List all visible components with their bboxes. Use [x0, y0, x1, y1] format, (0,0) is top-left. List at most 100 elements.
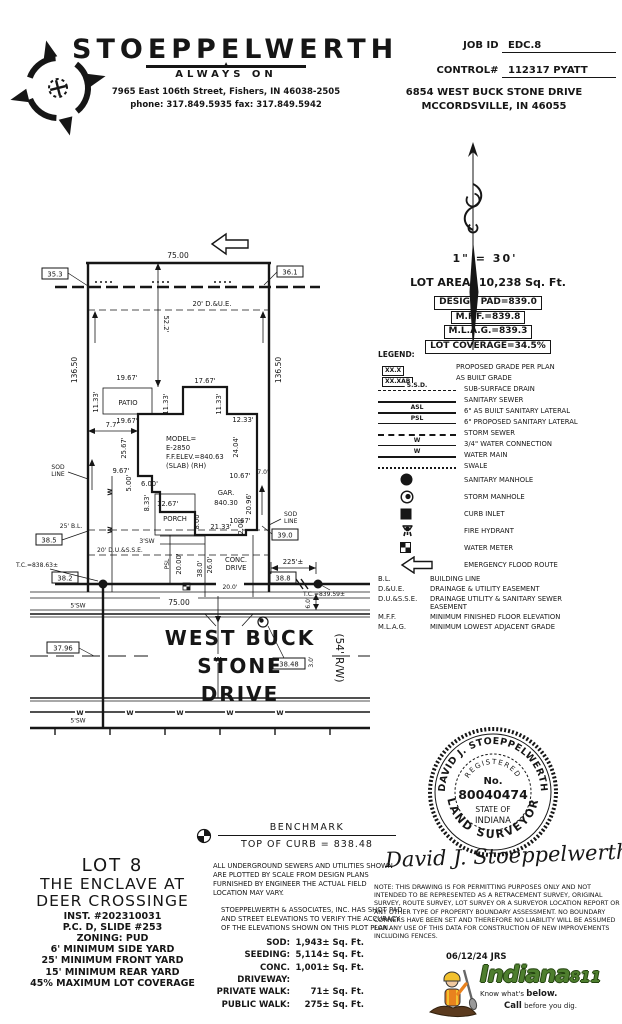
abbrev-label: DRAINAGE UTILITY & SANITARY SEWER EASEME… — [430, 595, 562, 612]
legend-label: STORM SEWER — [464, 428, 515, 437]
site-address-line2: MCCORDSVILLE, IN 46055 — [421, 100, 567, 112]
zoning: ZONING: PUD — [76, 932, 149, 944]
water-marker: W — [276, 709, 283, 717]
plan-dim: 12.67' — [157, 500, 178, 508]
line-key: S.S.D. — [404, 381, 430, 389]
driveway-outline — [204, 535, 254, 627]
legend-label: SANITARY SEWER — [464, 395, 524, 404]
sidewalk-label: 5'SW — [70, 718, 85, 725]
legend-symbol-row: CURB INLET — [378, 505, 618, 522]
table-row: SEEDING: 5,114± Sq. Ft. — [210, 949, 364, 961]
control-row: CONTROL# 112317 PYATT — [372, 65, 616, 78]
abbrev-key: M.F.F. — [378, 613, 396, 622]
control-label: CONTROL# — [436, 65, 499, 76]
front-yard: 25' MINIMUM FRONT YARD — [41, 955, 184, 967]
sanitary-manhole-icon — [313, 579, 323, 589]
patio-outline — [102, 387, 153, 415]
legend-abbrev-row: D.U.&S.S.E. DRAINAGE UTILITY & SANITARY … — [378, 595, 618, 611]
mlag-value: M.L.A.G.=839.3 — [443, 325, 533, 340]
walk-label: 3'SW — [139, 538, 154, 545]
line-key: PSL — [408, 414, 426, 422]
benchmark-icon — [196, 828, 212, 844]
legend-label: EMERGENCY FLOOD ROUTE — [464, 560, 558, 569]
water-connection-line-sample: W — [378, 437, 456, 448]
plan-grade: 38.2 — [57, 574, 72, 582]
lot-boundary — [86, 261, 271, 592]
plan-dim: 19.67' — [116, 374, 137, 382]
tagline-line2: Call before you dig. — [480, 1001, 601, 1012]
surveyor-signature: David J. Stoeppelwerth — [384, 839, 622, 873]
abbrev-label: MINIMUM FINISHED FLOOR ELEVATION — [430, 613, 561, 622]
lot-coverage-value: LOT COVERAGE=34.5% — [425, 340, 551, 354]
plat-cabinet: P.C. D, SLIDE #253 — [62, 921, 163, 933]
abbrev-key: D.&U.E. — [378, 585, 405, 594]
model-label: (SLAB) (RH) — [166, 462, 207, 470]
dim-7-7 — [88, 428, 138, 434]
job-id-value: EDC.8 — [502, 40, 616, 53]
flood-route-arrow-icon — [210, 232, 249, 256]
easement-label: 20' D.U.&S.S.E. — [97, 547, 143, 554]
plan-dim: 12.33' — [232, 416, 253, 424]
plan-dim: 6.0' — [305, 597, 312, 609]
plan-grade: 39.0 — [277, 531, 292, 539]
legend-line-row: SWALE — [378, 460, 618, 471]
company-tagline: ALWAYS ON — [175, 69, 277, 80]
plan-dim: 8.33' — [143, 494, 151, 511]
legend-line-row: PSL 6" PROPOSED SANITARY LATERAL — [378, 414, 618, 427]
area-value: 275± Sq. Ft. — [304, 999, 364, 1010]
surveyor-seal: DAVID J. STOEPPELWERTH LAND SURVEYOR REG… — [428, 727, 558, 857]
date-stamp: 06/12/24 JRS — [446, 952, 507, 962]
number-811: 811 — [569, 968, 602, 986]
water-marker: W — [76, 709, 83, 717]
side-yard: 6' MINIMUM SIDE YARD — [50, 944, 175, 956]
storm-manhole-icon — [257, 616, 285, 659]
areas-table: SOD: 1,943± Sq. Ft. SEEDING: 5,114± Sq. … — [210, 937, 364, 1011]
text-halo — [225, 707, 235, 716]
area-label: PUBLIC WALK: — [221, 999, 290, 1010]
grade-boxes — [35, 265, 306, 670]
lot-area: LOT AREA: 10,238 Sq. Ft. — [410, 276, 566, 289]
porch-label: PORCH — [163, 515, 187, 523]
legend-title: LEGEND: — [378, 350, 415, 359]
plan-grade: 38.8 — [275, 574, 290, 582]
plan-dim: 20.0' — [222, 584, 237, 591]
plan-dim: 21.33' — [210, 523, 231, 531]
plan-grade: 37.96 — [53, 644, 72, 652]
private-walk — [160, 535, 205, 545]
line-key: W — [411, 447, 423, 455]
plan-dim: 136.50 — [70, 357, 79, 383]
abbrev-key: M.L.A.G. — [378, 623, 407, 632]
water-main-line-sample: W — [378, 447, 456, 459]
letterhead: STOEPPELWERTH ALWAYS ON 7965 East 106th … — [72, 34, 393, 110]
model-label: MODEL= — [166, 435, 196, 443]
swale-line-sample — [378, 462, 456, 470]
tagline-bold: below. — [526, 989, 558, 999]
legend-line-row: W WATER MAIN — [378, 447, 618, 460]
legend-abbrev-row: D.&U.E. DRAINAGE & UTILITY EASEMENT — [378, 585, 618, 593]
indiana-811-logo: Indiana811 Know what's below. Call befor… — [428, 962, 618, 1020]
text-halo — [62, 600, 94, 609]
flood-route-arrow-icon — [378, 555, 456, 574]
dim-52-2 — [155, 263, 161, 387]
legend-label: PROPOSED GRADE PER PLAN — [456, 362, 555, 371]
plan-dim: 17.67' — [194, 377, 215, 385]
plan-dim: 10.67' — [229, 472, 250, 480]
sanitary-sewer-main — [55, 578, 370, 728]
house-footprint — [136, 385, 259, 537]
legend: LEGEND: XX.X PROPOSED GRADE PER PLAN XX.… — [378, 350, 618, 631]
mff-value: M.F.F.=839.8 — [450, 310, 526, 325]
abbrev-label: BUILDING LINE — [430, 575, 481, 583]
compass-logo-icon — [10, 40, 106, 136]
plan-dim: 24.04' — [232, 436, 240, 457]
text-halo — [216, 582, 244, 590]
plan-dim: 20.96' — [245, 493, 253, 514]
legend-label: WATER METER — [464, 543, 514, 552]
storm-sewer-line-sample — [378, 429, 456, 437]
tc-leader — [320, 584, 331, 591]
street-name: WEST BUCK — [165, 626, 315, 650]
text-halo — [75, 707, 85, 716]
patio-label: PATIO — [118, 399, 137, 407]
legend-line-row: ASL 6" AS BUILT SANITARY LATERAL — [378, 404, 618, 416]
porch-outline — [154, 493, 196, 536]
